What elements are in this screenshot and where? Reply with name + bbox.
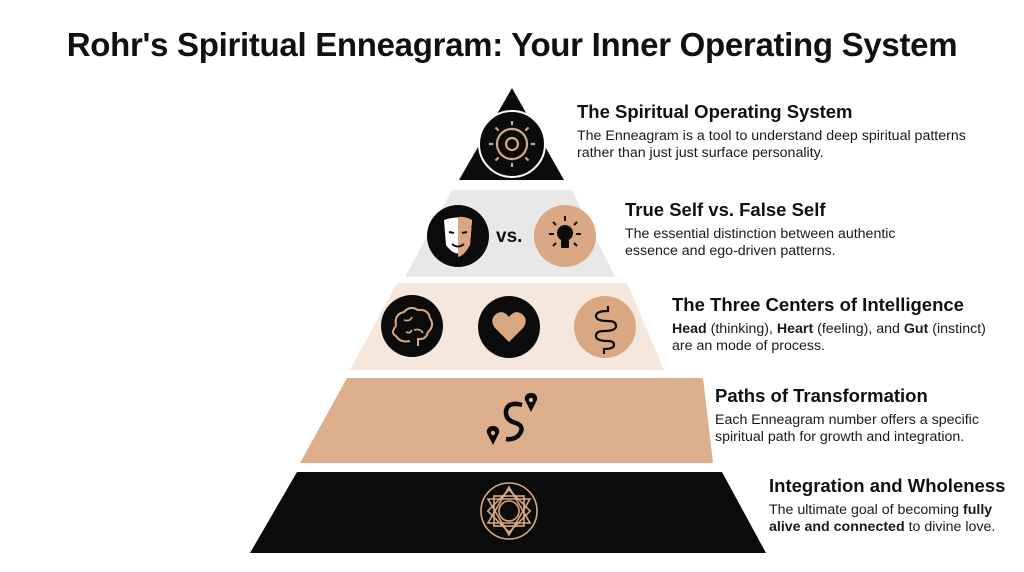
tier-body: Head (thinking), Heart (feeling), and Gu… <box>672 321 992 355</box>
body-text: The ultimate goal of becoming <box>769 502 964 518</box>
bold-term: fully alive and connected <box>769 502 993 535</box>
tier-heading: The Three Centers of Intelligence <box>672 294 964 315</box>
tier-heading: Integration and Wholeness <box>769 475 1006 496</box>
body-text: Each Enneagram number offers a specific … <box>715 412 979 445</box>
gut-icon <box>574 296 636 358</box>
path-icon <box>486 393 538 445</box>
body-text: The essential distinction between authen… <box>625 226 896 259</box>
gear-icon <box>478 110 546 178</box>
mask-icon <box>427 205 489 267</box>
tier-2-text: True Self vs. False Self The essential d… <box>625 199 945 260</box>
tier-4-shape <box>300 378 713 463</box>
mandala-icon <box>480 482 538 540</box>
tier-body: The essential distinction between authen… <box>625 226 945 260</box>
tier-heading: Paths of Transformation <box>715 385 928 406</box>
brain-icon <box>381 295 443 357</box>
tier-heading: True Self vs. False Self <box>625 199 826 220</box>
page-title: Rohr's Spiritual Enneagram: Your Inner O… <box>66 26 958 63</box>
lightbulb-icon <box>534 205 596 267</box>
body-text: (thinking), <box>706 321 777 337</box>
heart-icon <box>478 296 540 358</box>
body-text: (feeling), and <box>813 321 904 337</box>
bold-term: Gut <box>903 321 929 337</box>
bold-term: Heart <box>776 321 814 337</box>
tier-body: Each Enneagram number offers a specific … <box>715 412 990 446</box>
tier-heading: The Spiritual Operating System <box>577 101 853 122</box>
vs-label: vs. <box>496 226 523 247</box>
tier-3-text: The Three Centers of Intelligence Head (… <box>672 294 992 355</box>
body-text: to divine love. <box>904 519 996 535</box>
tier-1-text: The Spiritual Operating System The Ennea… <box>577 101 977 162</box>
bold-term: Head <box>672 321 707 337</box>
tier-5-text: Integration and Wholeness The ultimate g… <box>769 475 1019 536</box>
body-text: (instinct) are an mode of process. <box>672 321 986 354</box>
tier-5-shape <box>250 472 766 553</box>
tier-4-text: Paths of Transformation Each Enneagram n… <box>715 385 990 446</box>
tier-body: The ultimate goal of becoming fully aliv… <box>769 502 1019 536</box>
tier-body: The Enneagram is a tool to understand de… <box>577 128 977 162</box>
body-text: The Enneagram is a tool to understand de… <box>577 128 966 161</box>
